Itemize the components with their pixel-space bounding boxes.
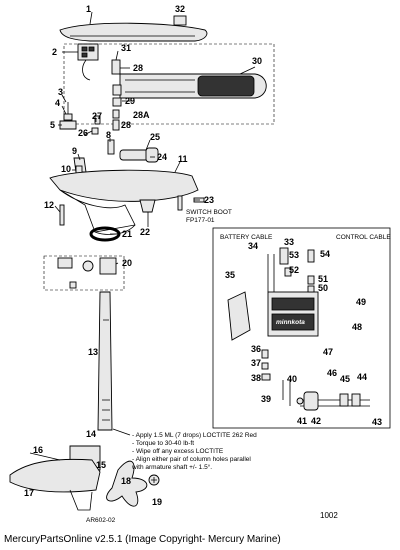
callout-37: 37 [251, 358, 261, 368]
cover-screw [173, 15, 187, 26]
callout-numbers: 1 32 2 31 28 30 29 28A 28 3 4 5 27 26 8 … [24, 4, 382, 507]
callout-53: 53 [289, 250, 299, 260]
brand-mark: minnkota [276, 319, 305, 326]
control-board [77, 43, 99, 81]
switch-boot-label: SWITCH BOOT [186, 209, 232, 216]
callout-35: 35 [225, 270, 235, 280]
main-board [267, 291, 319, 337]
callout-31: 31 [121, 43, 131, 53]
callout-28-bottom: 28 [121, 120, 131, 130]
footer-caption: MercuryPartsOnline v2.5.1 (Image Copyrig… [4, 534, 281, 545]
callout-24: 24 [157, 152, 167, 162]
callout-52: 52 [289, 265, 299, 275]
lever-hardware [73, 139, 159, 175]
callout-49: 49 [356, 297, 366, 307]
callout-42: 42 [311, 416, 321, 426]
callout-22: 22 [140, 227, 150, 237]
callout-14: 14 [86, 429, 96, 439]
note-line-5: with armature shaft +/- 1.5°. [131, 463, 212, 471]
callout-48: 48 [352, 322, 362, 332]
callout-4: 4 [55, 98, 60, 108]
callout-36: 36 [251, 344, 261, 354]
cable-panel-frame [212, 227, 391, 429]
callout-47: 47 [323, 347, 333, 357]
callout-9: 9 [72, 146, 77, 156]
callout-46: 46 [327, 368, 337, 378]
propeller [106, 460, 148, 507]
battery-cable-leads [261, 247, 292, 406]
small-hardware-left [59, 102, 101, 135]
leader-lines [29, 11, 256, 461]
callout-44: 44 [357, 372, 367, 382]
note-line-4: - Align either pair of column holes para… [132, 456, 251, 463]
callout-51: 51 [318, 274, 328, 284]
battery-cable-label: BATTERY CABLE [220, 234, 273, 241]
callout-23: 23 [204, 195, 214, 205]
callout-16: 16 [33, 445, 43, 455]
callout-54: 54 [320, 249, 330, 259]
callout-10: 10 [61, 164, 71, 174]
callout-13: 13 [88, 347, 98, 357]
callout-41: 41 [297, 416, 307, 426]
switch-boot-part-number: FP177-01 [186, 217, 215, 224]
callout-18: 18 [121, 476, 131, 486]
heat-sink [227, 291, 251, 341]
control-cable-leads [296, 249, 370, 411]
note-line-1: - Apply 1.5 ML (7 drops) LOCTITE 262 Red [132, 432, 257, 439]
control-cable-label: CONTROL CABLE [336, 234, 391, 241]
callout-40: 40 [287, 374, 297, 384]
callout-27: 27 [92, 111, 102, 121]
note-line-3: - Wipe off any excess LOCTITE [132, 448, 224, 455]
callout-11: 11 [178, 154, 188, 164]
tiller-grip [119, 73, 267, 99]
callout-33: 33 [284, 237, 294, 247]
callout-12: 12 [44, 200, 54, 210]
callout-39: 39 [261, 394, 271, 404]
callout-43: 43 [372, 417, 382, 427]
callout-26: 26 [78, 128, 88, 138]
callout-20: 20 [122, 258, 132, 268]
sheet-number: 1002 [320, 511, 338, 520]
steering-collar [57, 257, 117, 289]
prop-nut [148, 474, 160, 486]
lower-unit [9, 445, 101, 511]
composite-shaft [97, 291, 113, 431]
callout-28-top: 28 [133, 63, 143, 73]
callout-50: 50 [318, 283, 328, 293]
note-line-2: - Torque to 30-40 lb-ft [132, 440, 194, 447]
callout-15: 15 [96, 460, 106, 470]
switch-boot [139, 199, 156, 213]
callout-8: 8 [106, 130, 111, 140]
callout-38: 38 [251, 373, 261, 383]
tiller-cover [59, 22, 208, 42]
callout-45: 45 [340, 374, 350, 384]
callout-21: 21 [122, 229, 132, 239]
drawing-id: AR602-02 [86, 517, 116, 524]
callout-29: 29 [125, 96, 135, 106]
callout-2: 2 [52, 47, 57, 57]
callout-1: 1 [86, 4, 91, 14]
callout-5: 5 [50, 120, 55, 130]
control-housing [49, 169, 199, 235]
handle-hardware [111, 59, 122, 131]
callout-30: 30 [252, 56, 262, 66]
callout-25: 25 [150, 132, 160, 142]
callout-32: 32 [175, 4, 185, 14]
callout-17: 17 [24, 488, 34, 498]
callout-19: 19 [152, 497, 162, 507]
callout-3: 3 [58, 87, 63, 97]
callout-34: 34 [248, 241, 258, 251]
callout-28A: 28A [133, 110, 150, 120]
assembly-notes: - Apply 1.5 ML (7 drops) LOCTITE 262 Red… [131, 432, 257, 471]
